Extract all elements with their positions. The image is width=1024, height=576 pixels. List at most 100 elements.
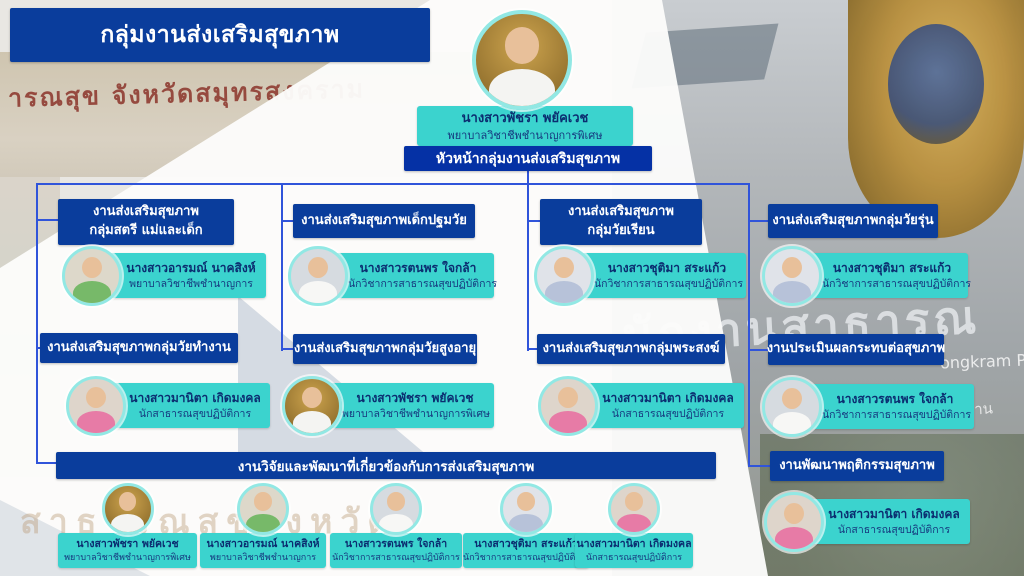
head-title: พยาบาลวิชาชีพชำนาญการพิเศษ [447, 129, 603, 143]
unit-label: งานส่งเสริมสุขภาพ [567, 204, 674, 220]
unit-box-school-age: งานส่งเสริมสุขภาพ กลุ่มวัยเรียน [540, 199, 702, 245]
unit-label: งานส่งเสริมสุขภาพเด็กปฐมวัย [301, 212, 467, 228]
background-shrine-arch [848, 0, 1024, 238]
person-photo [500, 483, 552, 535]
research-member-5: นางสาวมานิตา เกิดมงคล นักสาธารณสุขปฏิบัต… [575, 483, 693, 573]
research-member-4: นางสาวชุติมา สระแก้ว นักวิชาการสาธารณสุข… [463, 483, 591, 573]
person-photo [237, 483, 289, 535]
person-photo [538, 376, 598, 436]
unit-label: กลุ่มวัยเรียน [587, 223, 655, 238]
person-title: นักวิชาการสาธารณสุขปฏิบัติการ [332, 553, 460, 564]
unit-label: งานส่งเสริมสุขภาพกลุ่มวัยสูงอายุ [293, 340, 477, 356]
person-name: นางสาวรตนพร ใจกล้า [344, 537, 448, 550]
connector-stub-c4u3 [748, 465, 772, 467]
person-name: นางสาวอารมณ์ นาคสิงห์ [126, 261, 256, 276]
research-member-2: นางสาวอารมณ์ นาคสิงห์ พยาบาลวิชาชีพชำนาญ… [200, 483, 326, 573]
person-photo [608, 483, 660, 535]
person-name: นางสาวมานิตา เกิดมงคล [576, 537, 692, 550]
person-photo [101, 483, 154, 535]
person-card: นางสาวพัชรา พยัคเวช พยาบาลวิชาชีพชำนาญกา… [310, 383, 494, 428]
unit-label: งานส่งเสริมสุขภาพกลุ่มวัยทำงาน [47, 339, 231, 355]
unit-label: งานส่งเสริมสุขภาพกลุ่มพระสงฆ์ [542, 340, 720, 356]
person-title: พยาบาลวิชาชีพชำนาญการ [209, 553, 317, 564]
unit-label: กลุ่มสตรี แม่และเด็ก [89, 223, 203, 238]
person-card: นางสาวพัชรา พยัคเวช พยาบาลวิชาชีพชำนาญกา… [58, 533, 197, 568]
unit-box-health-behavior: งานพัฒนาพฤติกรรมสุขภาพ [770, 451, 944, 481]
person-title: นักสาธารณสุขปฏิบัติการ [837, 524, 951, 537]
person-name: นางสาวพัชรา พยัคเวช [76, 537, 179, 550]
person-name: นางสาวมานิตา เกิดมงคล [129, 391, 261, 406]
person-card: นางสาวรตนพร ใจกล้า นักวิชาการสาธารณสุขปฏ… [330, 533, 462, 568]
connector-stub-c2u2 [281, 348, 296, 350]
unit-box-elderly: งานส่งเสริมสุขภาพกลุ่มวัยสูงอายุ [293, 334, 477, 364]
unit-label: งานพัฒนาพฤติกรรมสุขภาพ [779, 457, 935, 473]
unit-label: งานประเมินผลกระทบต่อสุขภาพ [766, 341, 946, 357]
person-card: นางสาวอารมณ์ นาคสิงห์ พยาบาลวิชาชีพชำนาญ… [200, 533, 326, 568]
page-title: กลุ่มงานส่งเสริมสุขภาพ [10, 8, 430, 62]
connector-stub-c1u1 [36, 219, 60, 221]
head-name: นางสาวพัชรา พยัคเวช [461, 110, 589, 126]
person-name: นางสาวมานิตา เกิดมงคล [602, 391, 734, 406]
unit-label: งานส่งเสริมสุขภาพ [92, 204, 199, 220]
person-name: นางสาวอารมณ์ นาคสิงห์ [206, 537, 320, 550]
unit-box-adolescent: งานส่งเสริมสุขภาพกลุ่มวัยรุ่น [768, 204, 938, 238]
person-photo [762, 246, 822, 306]
person-card: นางสาวรตนพร ใจกล้า นักวิชาการสาธารณสุขปฏ… [316, 253, 498, 298]
person-title: นักสาธารณสุขปฏิบัติการ [138, 408, 252, 421]
person-name: นางสาวชุติมา สระแก้ว [474, 537, 578, 550]
person-photo [534, 246, 594, 306]
person-title: พยาบาลวิชาชีพชำนาญการพิเศษ [342, 408, 490, 421]
connector-spine-col2 [281, 183, 283, 351]
person-photo [66, 376, 126, 436]
unit-box-health-impact: งานประเมินผลกระทบต่อสุขภาพ [766, 334, 946, 365]
person-title: นักวิชาการสาธารณสุขปฏิบัติการ [594, 278, 744, 291]
person-name: นางสาวรตนพร ใจกล้า [836, 392, 954, 407]
person-title: นักวิชาการสาธารณสุขปฏิบัติการ [463, 553, 591, 564]
person-card: นางสาวชุติมา สระแก้ว นักวิชาการสาธารณสุข… [790, 253, 972, 298]
person-title: นักวิชาการสาธารณสุขปฏิบัติการ [348, 278, 498, 291]
unit-box-working-age: งานส่งเสริมสุขภาพกลุ่มวัยทำงาน [40, 333, 238, 363]
unit-box-monks: งานส่งเสริมสุขภาพกลุ่มพระสงฆ์ [537, 334, 725, 364]
person-title: พยาบาลวิชาชีพชำนาญการพิเศษ [64, 553, 191, 564]
background-shrine-portrait [888, 24, 984, 144]
connector-stub-c3u2 [527, 348, 539, 350]
person-card: นางสาวมานิตา เกิดมงคล นักสาธารณสุขปฏิบัต… [792, 499, 970, 544]
research-member-1: นางสาวพัชรา พยัคเวช พยาบาลวิชาชีพชำนาญกา… [58, 483, 197, 573]
person-name: นางสาวชุติมา สระแก้ว [832, 261, 952, 276]
head-name-card: นางสาวพัชรา พยัคเวช พยาบาลวิชาชีพชำนาญกา… [417, 106, 633, 146]
head-role-banner: หัวหน้ากลุ่มงานส่งเสริมสุขภาพ [404, 146, 652, 171]
connector-spine-col3 [527, 183, 529, 351]
unit-box-women-mother-child: งานส่งเสริมสุขภาพ กลุ่มสตรี แม่และเด็ก [58, 199, 234, 245]
connector-stub-c3u1 [527, 220, 543, 222]
person-name: นางสาวมานิตา เกิดมงคล [828, 507, 960, 522]
person-card: นางสาวมานิตา เกิดมงคล นักสาธารณสุขปฏิบัต… [575, 533, 693, 568]
person-title: นักสาธารณสุขปฏิบัติการ [611, 408, 725, 421]
person-title: นักสาธารณสุขปฏิบัติการ [585, 553, 683, 564]
research-member-3: นางสาวรตนพร ใจกล้า นักวิชาการสาธารณสุขปฏ… [330, 483, 462, 573]
person-photo [764, 492, 824, 552]
person-card: นางสาวชุติมา สระแก้ว นักวิชาการสาธารณสุข… [562, 253, 746, 298]
person-photo [288, 246, 348, 306]
person-name: นางสาวชุติมา สระแก้ว [607, 261, 727, 276]
head-photo [472, 10, 572, 110]
connector-spine-col4 [748, 183, 750, 467]
person-title: พยาบาลวิชาชีพชำนาญการ [129, 278, 253, 291]
person-photo [282, 376, 342, 436]
connector-stub-c2u1 [281, 220, 296, 222]
person-title: นักวิชาการสาธารณสุขปฏิบัติการ [822, 409, 972, 422]
background-office-latin-text: ongkram P [939, 350, 1024, 373]
connector-head-drop [527, 171, 529, 184]
research-unit-banner: งานวิจัยและพัฒนาที่เกี่ยวข้องกับการส่งเส… [56, 452, 716, 479]
person-photo [370, 483, 422, 535]
connector-main-horizontal [36, 183, 750, 185]
person-card: นางสาวชุติมา สระแก้ว นักวิชาการสาธารณสุข… [463, 533, 591, 568]
unit-label: งานส่งเสริมสุขภาพกลุ่มวัยรุ่น [772, 212, 934, 228]
connector-spine-col1 [36, 183, 38, 464]
person-title: นักวิชาการสาธารณสุขปฏิบัติการ [822, 278, 972, 291]
person-photo [762, 377, 822, 437]
connector-stub-research [36, 462, 58, 464]
person-photo [62, 246, 122, 306]
person-name: นางสาวรตนพร ใจกล้า [359, 261, 477, 276]
person-name: นางสาวพัชรา พยัคเวช [356, 391, 474, 406]
